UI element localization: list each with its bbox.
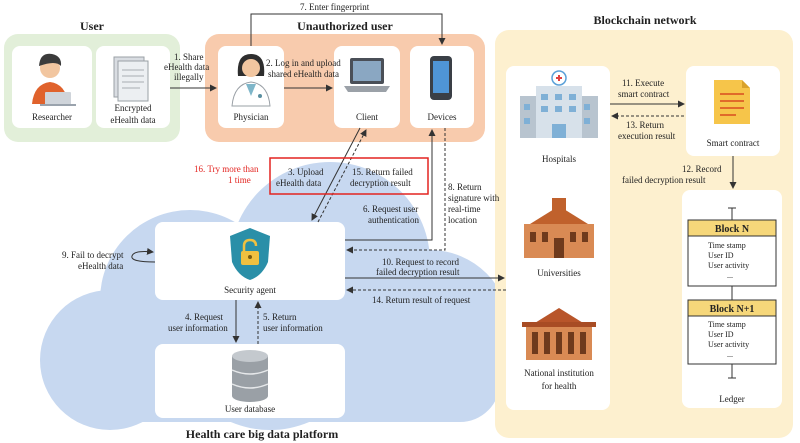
step-14-label: 14. Return result of request: [372, 295, 471, 305]
researcher-label: Researcher: [32, 112, 72, 122]
user-database-label: User database: [225, 404, 275, 414]
block-n-plus-1: Block N+1 Time stamp User ID User activi…: [687, 299, 777, 365]
step-1-line-1: 1. Share: [174, 52, 204, 62]
national-label-2: for health: [542, 381, 577, 391]
step-2-line-1: 2. Log in and upload: [266, 58, 341, 68]
step-11-line-1: 11. Execute: [622, 78, 664, 88]
highlight-box: [269, 157, 429, 195]
step-6-line-2: authentication: [368, 215, 419, 225]
step-5-line-1: 5. Return: [263, 312, 297, 322]
physician-icon: [231, 54, 271, 107]
block-n-field-1: Time stamp: [708, 241, 746, 250]
unauthorized-group-title: Unauthorized user: [297, 19, 393, 33]
step-13-line-1: 13. Return: [626, 120, 664, 130]
step-9-line-1: 9. Fail to decrypt: [62, 250, 124, 260]
step-8-line-1: 8. Return: [448, 182, 482, 192]
arrow-step-6: [345, 129, 436, 241]
security-lock-icon: [230, 228, 270, 280]
arrow-step-9: [131, 247, 156, 263]
step-8-line-3: real-time: [448, 204, 480, 214]
institution-icon: [522, 308, 596, 360]
step-6-line-1: 6. Request user: [363, 204, 418, 214]
university-icon: [524, 198, 594, 258]
universities-label: Universities: [537, 268, 581, 278]
block-n1-title: Block N+1: [710, 304, 755, 315]
block-n-title: Block N: [715, 224, 750, 235]
hospitals-label: Hospitals: [542, 154, 576, 164]
devices-label: Devices: [428, 112, 457, 122]
ledger-label: Ledger: [719, 394, 744, 404]
step-16-line-2: 1 time: [228, 175, 251, 185]
step-8-line-4: location: [448, 215, 477, 225]
step-4-line-1: 4. Request: [185, 312, 223, 322]
arrow-step-8: [346, 128, 446, 254]
contract-icon: [714, 80, 750, 124]
step-15-line-1: 15. Return failed: [352, 167, 413, 177]
physician-label: Physician: [234, 112, 269, 122]
block-n-field-4: ...: [727, 271, 733, 280]
step-13-line-2: execution result: [618, 131, 676, 141]
encrypted-label-1: Encrypted: [115, 103, 152, 113]
step-1-line-3: illegally: [174, 72, 204, 82]
step-11-line-2: smart contract: [618, 89, 670, 99]
step-7-label: 7. Enter fingerprint: [300, 2, 370, 12]
arrow-step-3: [311, 127, 361, 221]
platform-title: Health care big data platform: [186, 427, 338, 441]
block-n1-field-1: Time stamp: [708, 320, 746, 329]
document-stack-icon: [113, 56, 149, 102]
ledger-chain-lines: [728, 207, 736, 379]
step-1-line-2: eHealth data: [164, 62, 209, 72]
arrow-step-7: [250, 13, 446, 46]
database-icon: [231, 350, 269, 402]
security-agent-label: Security agent: [224, 285, 276, 295]
step-labels: 1. Share eHealth data illegally 2. Log i…: [62, 2, 722, 333]
step-16-line-1: 16. Try more than: [194, 164, 259, 174]
hospital-icon: [520, 70, 598, 138]
step-10-line-1: 10. Request to record: [382, 257, 459, 267]
arrow-step-15: [317, 129, 367, 223]
step-15-line-2: decryption result: [350, 178, 411, 188]
researcher-icon: [32, 53, 76, 106]
step-9-line-2: eHealth data: [78, 261, 123, 271]
step-10-line-2: failed decryption result: [376, 267, 460, 277]
step-3-line-2: eHealth data: [276, 178, 321, 188]
smart-contract-label: Smart contract: [707, 138, 760, 148]
user-group-title: User: [80, 19, 105, 33]
national-label-1: National institution: [524, 368, 594, 378]
step-5-line-2: user information: [263, 323, 323, 333]
laptop-icon: [344, 58, 390, 92]
step-3-line-1: 3. Upload: [288, 167, 324, 177]
block-n-field-2: User ID: [708, 251, 734, 260]
client-label: Client: [356, 112, 378, 122]
block-n-field-3: User activity: [708, 261, 749, 270]
step-4-line-2: user information: [168, 323, 228, 333]
blockchain-group-title: Blockchain network: [593, 13, 696, 27]
phone-icon: [430, 56, 452, 100]
block-n: Block N Time stamp User ID User activity…: [687, 219, 777, 287]
block-n1-field-3: User activity: [708, 340, 749, 349]
step-2-line-2: shared eHealth data: [268, 69, 339, 79]
block-n1-field-4: ...: [727, 350, 733, 359]
step-8-line-2: signature with: [448, 193, 500, 203]
block-n1-field-2: User ID: [708, 330, 734, 339]
step-12-line-2: failed decryption result: [622, 175, 706, 185]
encrypted-label-2: eHealth data: [110, 115, 155, 125]
step-12-line-1: 12. Record: [682, 164, 722, 174]
